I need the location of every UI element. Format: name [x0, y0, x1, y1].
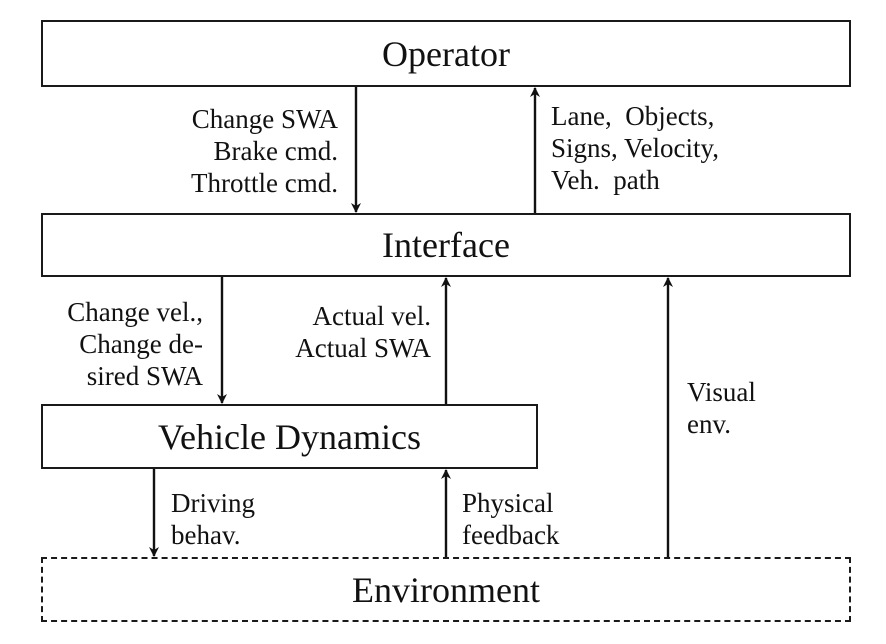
flow-label-line: Lane, Objects,: [551, 101, 715, 131]
flow-label-line: Driving: [171, 488, 255, 518]
flow-label-line: Physical: [462, 488, 554, 518]
flow-label-line: Change SWA: [191, 104, 338, 134]
visual-env-label: Visual env.: [687, 376, 756, 440]
flow-label-line: sired SWA: [86, 361, 203, 391]
environment-box: Environment: [41, 557, 851, 622]
environment-label: Environment: [352, 569, 540, 610]
operator-box: Operator: [41, 20, 851, 87]
flow-label-line: Signs, Velocity,: [551, 133, 720, 163]
flow-label-line: behav.: [171, 520, 241, 550]
operator-commands-label: Change SWA Brake cmd. Throttle cmd.: [191, 103, 338, 199]
vehicle-dynamics-box: Vehicle Dynamics: [41, 404, 538, 469]
interface-label: Interface: [382, 225, 510, 265]
operator-info-label: Lane, Objects, Signs, Velocity, Veh. pat…: [551, 100, 719, 196]
flow-label-line: Brake cmd.: [213, 136, 338, 166]
vehicle-dynamics-label: Vehicle Dynamics: [158, 416, 421, 457]
physical-feedback-label: Physical feedback: [462, 487, 559, 551]
flow-label-line: Change vel.,: [67, 297, 203, 327]
driving-behavior-label: Driving behav.: [171, 487, 255, 551]
flow-label-line: env.: [687, 409, 731, 439]
flow-label-line: Visual: [687, 377, 756, 407]
interface-commands-label: Change vel., Change de- sired SWA: [67, 296, 203, 392]
operator-label: Operator: [382, 33, 510, 74]
actual-values-label: Actual vel. Actual SWA: [295, 300, 431, 364]
flow-label-line: Throttle cmd.: [191, 168, 338, 198]
flow-label-line: Change de-: [79, 329, 203, 359]
flow-label-line: Actual SWA: [295, 333, 431, 363]
flow-label-line: feedback: [462, 520, 560, 550]
flow-label-line: Veh. path: [551, 165, 660, 195]
interface-box: Interface: [41, 213, 851, 277]
flow-label-line: Actual vel.: [312, 301, 431, 331]
